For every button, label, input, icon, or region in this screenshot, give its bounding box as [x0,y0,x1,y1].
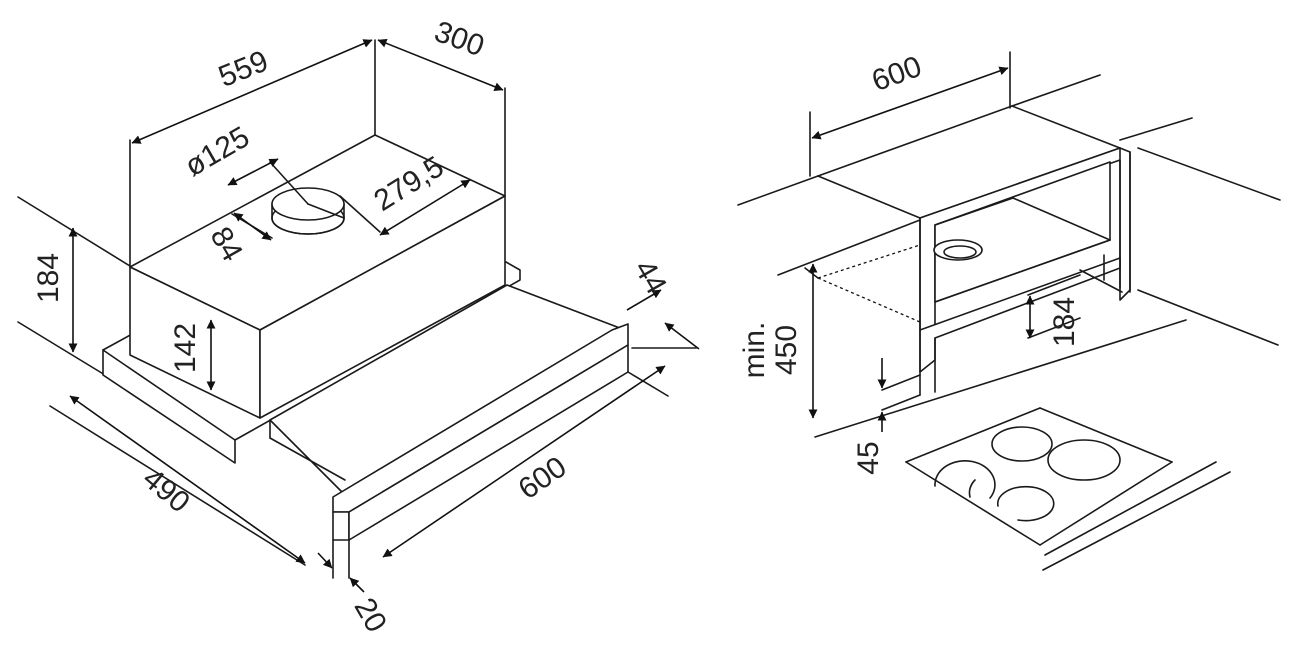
label-45: 45 [852,441,885,474]
label-20: 20 [348,593,393,638]
label-490: 490 [136,462,196,519]
label-dia125: ø125 [179,120,255,183]
label-44: 44 [628,255,673,300]
label-600-left: 600 [513,450,573,506]
label-450: 450 [770,325,803,375]
label-300: 300 [430,15,488,63]
label-600-right: 600 [868,50,926,98]
hood-drawing [17,38,700,593]
installation-drawing [737,51,1281,571]
label-184-right: 184 [1048,297,1081,347]
label-142: 142 [169,323,202,373]
label-min: min. [738,322,771,379]
label-184-left: 184 [32,253,65,303]
